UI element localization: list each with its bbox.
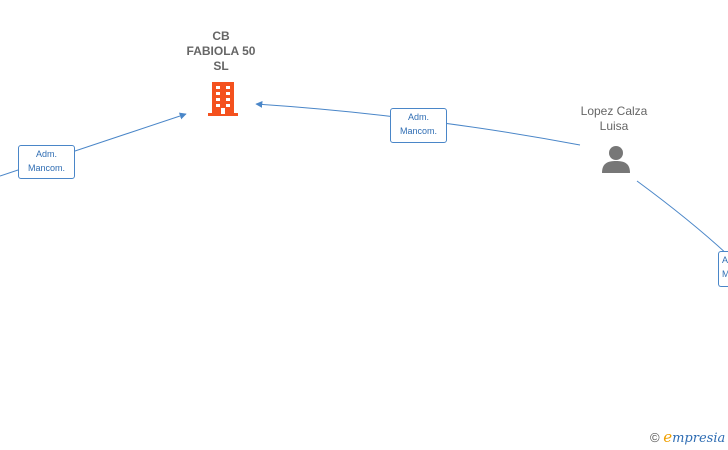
watermark: © empresia <box>650 428 725 446</box>
edge-label-right[interactable]: A M <box>718 251 728 287</box>
person-node-label: Lopez Calza Luisa <box>580 104 648 133</box>
brand-name: mpresia <box>672 431 726 446</box>
company-node-label: CB FABIOLA 50 SL <box>186 29 256 73</box>
person-icon[interactable] <box>601 144 631 174</box>
brand-initial: e <box>663 428 673 446</box>
edge-person-to-right <box>636 180 728 256</box>
building-icon[interactable] <box>207 81 239 117</box>
edge-label-left[interactable]: Adm. Mancom. <box>18 145 75 179</box>
copyright-symbol: © <box>650 430 660 445</box>
edge-label-person-company[interactable]: Adm. Mancom. <box>390 108 447 143</box>
